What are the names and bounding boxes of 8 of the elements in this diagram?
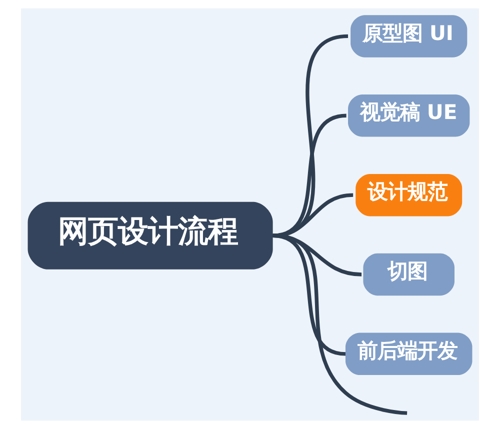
node-box: 前后端开发 <box>345 332 472 376</box>
node-box: 网页设计流程 <box>28 202 273 270</box>
node-box: 设计规范 <box>356 174 462 216</box>
node-box: 视觉稿 UE <box>348 94 470 137</box>
node-box: 切图 <box>363 253 454 296</box>
connector <box>272 193 354 238</box>
connector <box>272 234 408 415</box>
node-box: 原型图 UI <box>350 15 468 58</box>
